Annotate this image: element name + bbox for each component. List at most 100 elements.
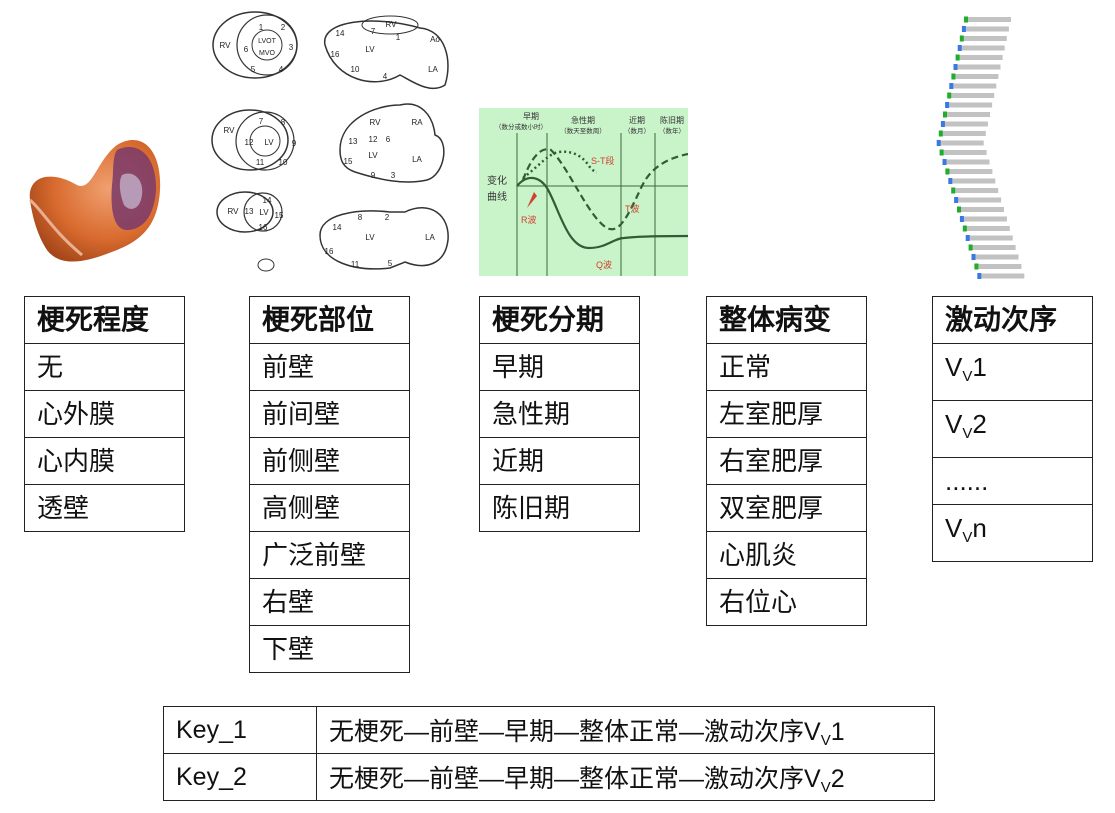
heart-segment-diagrams: RV 1 2 3 4 5 6 LVOT MVO RV 7 1 14 16 LV … [211,11,449,272]
stage-label: 陈旧期 [660,115,684,125]
activation-marker [965,235,970,241]
activation-bar [944,112,990,117]
activation-sequence-bars [936,16,1025,279]
activation-marker [948,178,953,184]
svg-text:15: 15 [344,157,353,166]
svg-text:6: 6 [386,135,391,144]
activation-bar [952,188,999,193]
activation-marker [936,140,941,146]
activation-marker [959,216,964,222]
table-cell: 无 [24,343,185,391]
activation-order-table: 激动次序 VV1 VV2 ...... VVn [932,296,1093,562]
svg-text:（数分或数小时）: （数分或数小时） [495,122,547,131]
svg-text:LA: LA [428,65,438,74]
infarct-degree-table: 梗死程度 无 心外膜 心内膜 透壁 [24,296,185,532]
stage-label: 急性期 [571,115,595,125]
svg-text:LVOT: LVOT [258,38,276,45]
svg-text:LA: LA [412,155,422,164]
ecg-stage-curve-figure: 早期 （数分或数小时） 急性期 （数天至数周） 近期 （数月） 陈旧期 （数年）… [479,108,688,276]
activation-bar [943,159,990,165]
table-row: Key_1 无梗死—前壁—早期—整体正常—激动次序VV1 [163,706,935,754]
table-cell: 近期 [479,437,640,485]
table-header: 梗死程度 [24,296,185,344]
activation-bar [952,74,999,79]
activation-bar [941,121,988,127]
activation-marker [961,26,966,32]
table-cell: 前间壁 [249,390,410,438]
activation-marker [962,225,967,232]
svg-text:Ao: Ao [430,35,440,44]
view-four-chamber: RV RA 13 12 6 LV LA 15 9 3 [339,103,445,183]
table-cell: 左室肥厚 [706,390,867,438]
svg-text:9: 9 [292,139,297,148]
activation-marker [954,197,959,203]
activation-marker [949,83,954,89]
svg-text:16: 16 [331,50,340,59]
svg-text:RV: RV [370,118,382,127]
svg-text:1: 1 [396,33,401,42]
activation-marker [945,168,950,175]
table-cell: 双室肥厚 [706,484,867,532]
svg-text:LV: LV [259,208,269,217]
key-value: 无梗死—前壁—早期—整体正常—激动次序VV2 [316,753,935,801]
svg-text:11: 11 [351,260,360,269]
svg-text:RV: RV [220,41,232,50]
svg-text:曲线: 曲线 [487,190,507,203]
svg-text:RV: RV [386,20,398,29]
svg-text:5: 5 [388,259,393,268]
activation-bar [960,36,1007,41]
svg-text:变化: 变化 [487,174,507,187]
svg-text:13: 13 [245,207,254,216]
activation-marker [942,159,947,165]
table-row: Key_2 无梗死—前壁—早期—整体正常—激动次序VV2 [163,753,935,801]
activation-marker [955,54,960,61]
q-wave-curve [516,176,688,250]
svg-text:LV: LV [365,45,375,54]
activation-bar [958,207,1004,212]
key-name: Key_2 [163,753,317,801]
table-cell: 急性期 [479,390,640,438]
svg-text:11: 11 [256,158,265,167]
table-header: 梗死部位 [249,296,410,344]
svg-text:（数年）: （数年） [659,126,685,135]
svg-text:16: 16 [259,223,268,232]
svg-text:4: 4 [383,72,388,81]
activation-bar [965,17,1011,22]
table-cell: 早期 [479,343,640,391]
st-segment-curve [522,150,598,179]
activation-bar [937,140,984,146]
svg-text:9: 9 [371,171,376,180]
svg-text:MVO: MVO [259,50,276,57]
svg-text:S-T段: S-T段 [591,155,615,166]
svg-text:8: 8 [281,118,286,127]
key-value: 无梗死—前壁—早期—整体正常—激动次序VV1 [316,706,935,754]
svg-text:LV: LV [264,138,274,147]
view-basal-short-axis: RV 1 2 3 4 5 6 LVOT MVO [212,11,298,79]
svg-text:10: 10 [351,65,360,74]
table-cell: 广泛前壁 [249,531,410,579]
activation-marker [957,206,961,213]
table-cell: 前侧壁 [249,437,410,485]
activation-marker [943,111,947,118]
svg-text:R波: R波 [521,214,537,225]
activation-bar [958,45,1005,51]
activation-bar [978,273,1025,279]
activation-bar [948,93,995,98]
activation-bar [966,235,1013,241]
svg-text:7: 7 [371,27,376,36]
table-cell: 高侧壁 [249,484,410,532]
svg-text:12: 12 [245,138,254,147]
activation-bar [946,102,993,108]
stage-label: 早期 [523,112,539,121]
svg-text:2: 2 [385,213,390,222]
activation-marker [964,16,968,23]
svg-text:4: 4 [279,65,284,74]
svg-text:5: 5 [251,65,256,74]
heart-3d-model [29,140,161,262]
table-cell: 心外膜 [24,390,185,438]
activation-marker [940,121,945,127]
svg-text:Q波: Q波 [596,259,612,270]
table-cell: 下壁 [249,625,410,673]
activation-bar [950,83,997,89]
svg-text:RA: RA [411,118,423,127]
